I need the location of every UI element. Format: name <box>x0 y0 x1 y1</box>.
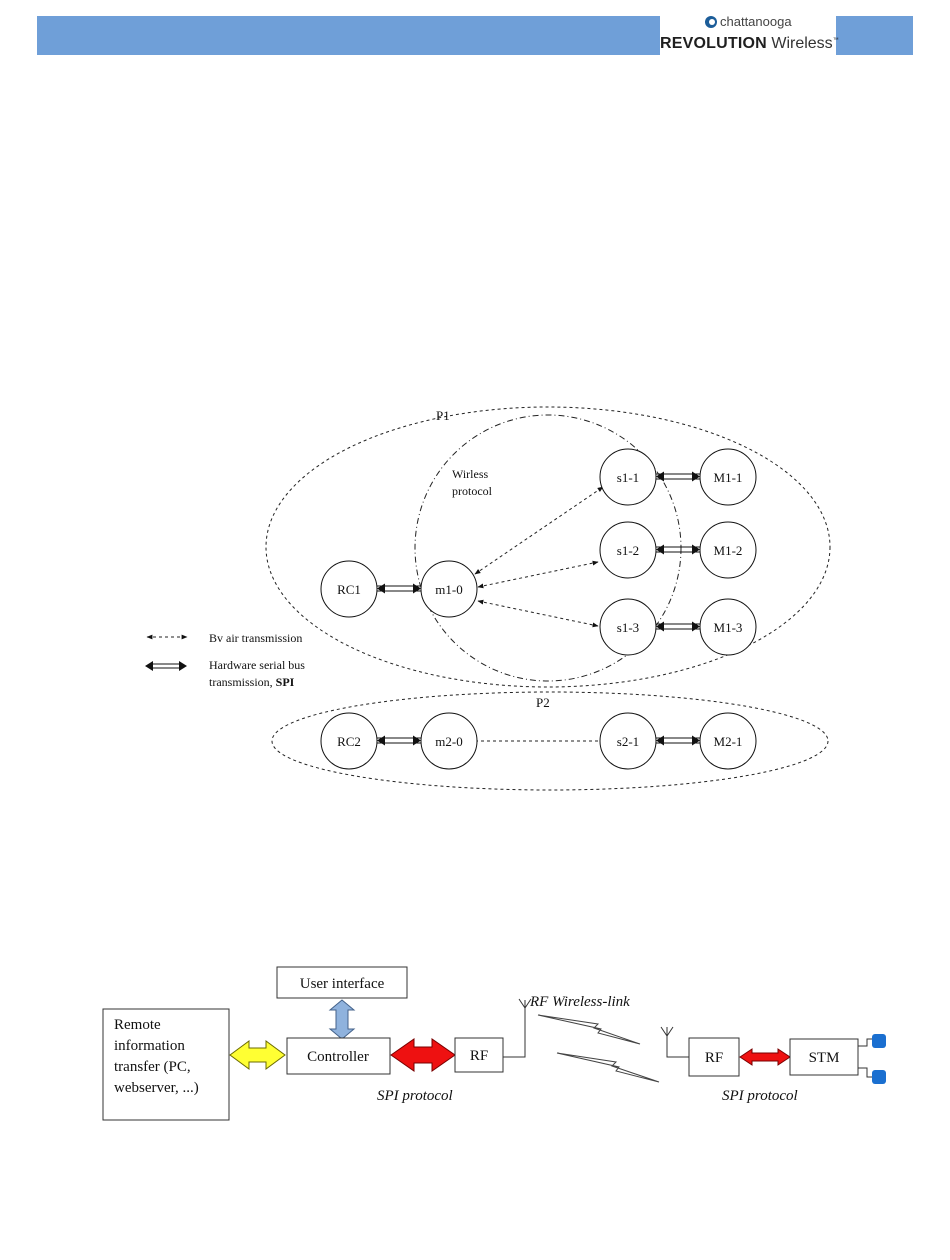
legend-serial-arrowheads <box>145 661 187 671</box>
air-link-m1-0-s1-1 <box>475 487 603 574</box>
spi-protocol-right-label: SPI protocol <box>722 1088 798 1104</box>
node-M1-3-label: M1-3 <box>714 620 743 635</box>
node-rc2-label: RC2 <box>337 734 361 749</box>
group-p2-label: P2 <box>536 695 550 710</box>
connector-bottom-icon <box>872 1070 886 1084</box>
legend-serial-prefix: transmission, <box>209 675 276 689</box>
legend-serial-label-2: transmission, SPI <box>209 675 295 689</box>
node-s2-1-label: s2-1 <box>617 734 639 749</box>
legend-air-label: Bv air transmission <box>209 631 302 645</box>
rf-left-label: RF <box>470 1048 488 1064</box>
rf-stm-arrow <box>740 1049 790 1065</box>
node-s1-2-label: s1-2 <box>617 543 639 558</box>
node-m1-0-label: m1-0 <box>435 582 462 597</box>
node-M2-1-label: M2-1 <box>714 734 743 749</box>
remote-line-4: webserver, ...) <box>114 1080 199 1096</box>
node-rc1-label: RC1 <box>337 582 361 597</box>
legend: Bv air transmission Hardware serial bus … <box>145 631 305 689</box>
group-p1-label: P1 <box>436 408 450 423</box>
legend-serial-bold: SPI <box>276 675 295 689</box>
remote-controller-arrow <box>230 1041 285 1069</box>
antenna-left-icon <box>503 999 531 1057</box>
controller-rf-arrow <box>391 1039 455 1071</box>
antenna-right-icon <box>661 1027 689 1057</box>
lightning-bolt-upper-icon <box>538 1015 640 1044</box>
stm-outputs <box>858 1039 874 1077</box>
lightning-bolt-lower-icon <box>557 1053 659 1082</box>
user-interface-label: User interface <box>300 976 385 992</box>
remote-line-3: transfer (PC, <box>114 1059 191 1075</box>
protocol-label-2: protocol <box>452 484 493 498</box>
protocol-label-1: Wirless <box>452 467 489 481</box>
connector-top-icon <box>872 1034 886 1048</box>
spi-protocol-left-label: SPI protocol <box>377 1088 453 1104</box>
node-s1-1-label: s1-1 <box>617 470 639 485</box>
controller-label: Controller <box>307 1049 369 1065</box>
rf-right-label: RF <box>705 1050 723 1066</box>
remote-line-1: Remote <box>114 1017 161 1033</box>
stm-label: STM <box>809 1050 840 1066</box>
node-s1-3-label: s1-3 <box>617 620 639 635</box>
node-M1-1-label: M1-1 <box>714 470 743 485</box>
air-link-m1-0-s1-3 <box>478 601 598 626</box>
block-diagram: User interface Remote information transf… <box>103 967 886 1120</box>
node-m2-0-label: m2-0 <box>435 734 462 749</box>
ui-controller-arrow <box>330 1000 354 1039</box>
network-diagram: P1 Wirless protocol P2 <box>145 407 830 790</box>
node-M1-2-label: M1-2 <box>714 543 743 558</box>
remote-line-2: information <box>114 1038 185 1054</box>
legend-serial-label-1: Hardware serial bus <box>209 658 305 672</box>
air-link-m1-0-s1-2 <box>478 562 598 587</box>
wireless-link-label: RF Wireless-link <box>529 994 630 1010</box>
